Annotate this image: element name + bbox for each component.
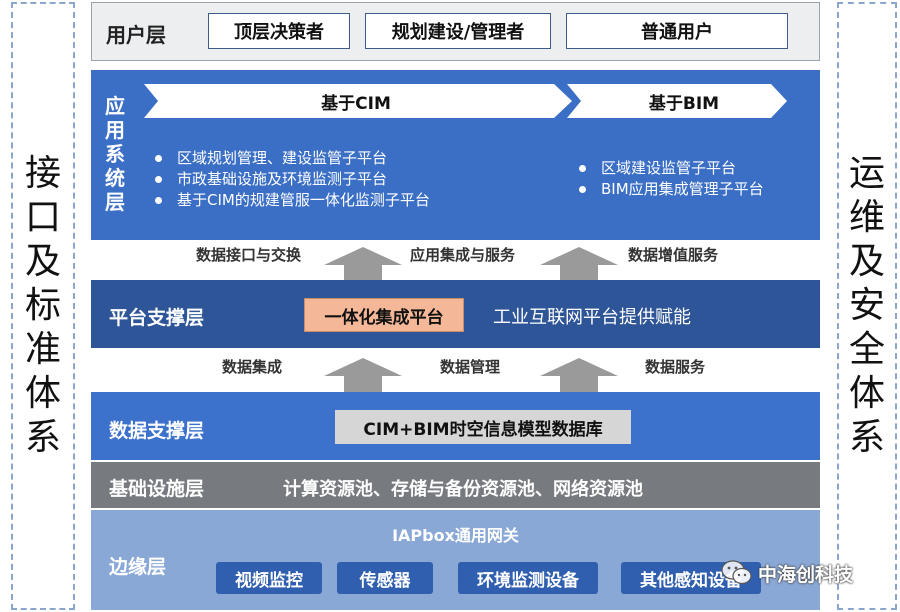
up-arrow-icon (324, 358, 402, 392)
bim-chevron (567, 84, 787, 118)
user-box-planner-manager: 规划建设/管理者 (365, 13, 551, 49)
bim-bullet-item: BIM应用集成管理子平台 (575, 179, 764, 200)
edge-device-video: 视频监控 (216, 562, 322, 594)
service-label-value-added: 数据增值服务 (628, 246, 719, 264)
up-arrow-icon (540, 247, 618, 281)
user-layer: 用户层 顶层决策者 规划建设/管理者 普通用户 (91, 2, 820, 61)
app-layer-label: 应用系统层 (105, 94, 125, 214)
service-label-data-management: 数据管理 (440, 358, 501, 376)
edge-layer: 边缘层 IAPbox通用网关 视频监控 传感器 环境监测设备 其他感知设备 (91, 510, 820, 610)
edge-layer-label: 边缘层 (109, 556, 167, 578)
edge-device-sensor: 传感器 (337, 562, 433, 594)
watermark: 中海创科技 (720, 556, 880, 590)
cim-chevron (144, 84, 572, 118)
platform-layer-label: 平台支撑层 (109, 307, 205, 329)
wechat-icon (721, 560, 752, 585)
bim-bullet-list: 区域建设监管子平台 BIM应用集成管理子平台 (575, 158, 764, 200)
bim-title: 基于BIM (648, 94, 720, 114)
right-side-panel: 运维及安全体系 (837, 2, 897, 610)
infrastructure-layer: 基础设施层 计算资源池、存储与备份资源池、网络资源池 (91, 462, 820, 508)
cim-bullet-item: 区域规划管理、建设监管子平台 (151, 148, 430, 169)
watermark-text: 中海创科技 (758, 563, 854, 586)
service-label-data-service: 数据服务 (645, 358, 706, 376)
service-label-data-interface: 数据接口与交换 (196, 246, 302, 264)
left-side-title: 接口及标准体系 (24, 153, 61, 458)
user-box-general-user: 普通用户 (566, 13, 788, 49)
left-side-panel: 接口及标准体系 (11, 2, 75, 610)
service-label-data-integration: 数据集成 (222, 358, 283, 376)
cim-bullet-item: 市政基础设施及环境监测子平台 (151, 169, 430, 190)
right-side-title: 运维及安全体系 (848, 153, 885, 458)
user-layer-label: 用户层 (106, 23, 166, 47)
up-arrow-icon (324, 247, 402, 281)
spatiotemporal-database-box: CIM+BIM时空信息模型数据库 (335, 410, 631, 444)
cim-bullet-list: 区域规划管理、建设监管子平台 市政基础设施及环境监测子平台 基于CIM的规建管服… (151, 148, 430, 211)
data-layer-label: 数据支撑层 (109, 420, 205, 442)
platform-support-layer: 平台支撑层 一体化集成平台 工业互联网平台提供赋能 (91, 280, 820, 348)
service-label-app-integration: 应用集成与服务 (410, 246, 516, 264)
app-system-layer: 应用系统层 基于CIM 基于BIM 区域规划管理、建设监管子平台 市政基础设施及… (91, 70, 820, 240)
bim-bullet-item: 区域建设监管子平台 (575, 158, 764, 179)
integration-platform-box: 一体化集成平台 (304, 298, 464, 332)
platform-note: 工业互联网平台提供赋能 (493, 307, 691, 328)
infra-resources-text: 计算资源池、存储与备份资源池、网络资源池 (283, 479, 643, 500)
cim-title: 基于CIM (321, 94, 391, 114)
edge-device-env-monitor: 环境监测设备 (458, 562, 598, 594)
user-box-decision-maker: 顶层决策者 (208, 13, 350, 49)
infra-layer-label: 基础设施层 (109, 478, 205, 500)
cim-bullet-item: 基于CIM的规建管服一体化监测子平台 (151, 190, 430, 211)
data-support-layer: 数据支撑层 CIM+BIM时空信息模型数据库 (91, 392, 820, 460)
up-arrow-icon (540, 358, 618, 392)
gateway-label: IAPbox通用网关 (392, 526, 519, 545)
